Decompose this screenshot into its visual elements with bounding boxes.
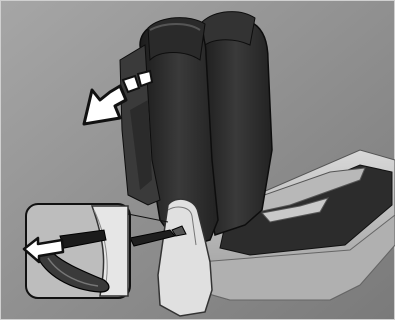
illustration-canvas xyxy=(0,0,395,320)
seat-illustration xyxy=(0,0,395,320)
